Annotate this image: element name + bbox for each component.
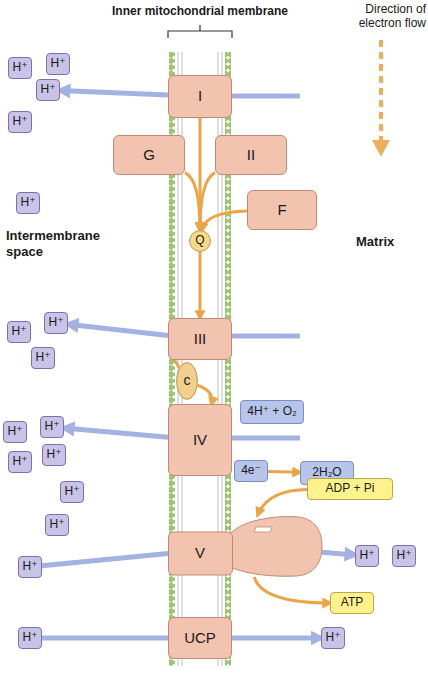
node-text: H⁺ xyxy=(8,425,23,438)
proton-box: H⁺ xyxy=(40,416,64,438)
proton-box: H⁺ xyxy=(31,347,55,369)
node-text: H⁺ xyxy=(49,316,64,329)
electron-arrow xyxy=(198,385,212,404)
proton-box: H⁺ xyxy=(18,556,42,578)
node-text: H⁺ xyxy=(50,518,65,531)
node-text: V xyxy=(168,532,232,575)
node-text: 4e⁻ xyxy=(241,464,261,477)
proton-arrow xyxy=(42,554,168,566)
complex-box: G xyxy=(113,135,185,175)
direction-label: Direction of electron flow xyxy=(344,2,426,31)
complex-box: I xyxy=(168,75,232,118)
shape-outline xyxy=(168,515,322,577)
proton-box: H⁺ xyxy=(8,111,32,133)
node-text: H⁺ xyxy=(45,420,60,433)
electron-arrow xyxy=(268,470,300,474)
proton-box: H⁺ xyxy=(8,57,32,79)
electron-arrow xyxy=(254,577,330,603)
proton-box: H⁺ xyxy=(8,451,32,473)
proton-box: H⁺ xyxy=(16,192,40,214)
node-text: H⁺ xyxy=(23,631,38,644)
proton-box: H⁺ xyxy=(392,545,416,567)
proton-box: H⁺ xyxy=(7,321,31,343)
complex-box: III xyxy=(168,318,232,360)
node-text: H⁺ xyxy=(360,549,375,562)
synthase-body xyxy=(169,532,233,575)
metabolite-box: ATP xyxy=(330,592,374,614)
node-text: H⁺ xyxy=(397,549,412,562)
node-text: ADP + Pi xyxy=(326,482,375,495)
proton-box: H⁺ xyxy=(321,627,345,649)
region-label: Matrix xyxy=(356,234,426,250)
node-text: 4H⁺ + O₂ xyxy=(247,405,296,418)
flow-direction-head xyxy=(372,140,390,157)
node-text: H⁺ xyxy=(36,351,51,364)
proton-arrow xyxy=(232,636,321,641)
complex-box: F xyxy=(247,190,317,230)
proton-box: H⁺ xyxy=(42,444,66,466)
reaction-box: 4H⁺ + O₂ xyxy=(240,400,304,424)
node-text: H⁺ xyxy=(12,325,27,338)
node-text: F xyxy=(277,202,286,219)
region-label: Intermembrane space xyxy=(6,228,116,259)
node-text: ATP xyxy=(341,596,363,609)
node-text: Q xyxy=(195,234,204,247)
node-text: H⁺ xyxy=(13,61,28,74)
node-text: H⁺ xyxy=(65,485,80,498)
shape-fill xyxy=(190,231,211,252)
electron-arrow xyxy=(185,173,200,230)
node-text: H⁺ xyxy=(13,455,28,468)
proton-box: H⁺ xyxy=(355,545,379,567)
proton-arrow xyxy=(64,428,168,437)
proton-arrow xyxy=(60,91,168,96)
proton-box: H⁺ xyxy=(45,514,69,536)
electron-arrow xyxy=(199,252,202,318)
complex-box: IV xyxy=(168,404,232,476)
ubiquinone-circle: Q xyxy=(189,230,211,252)
node-text: c xyxy=(184,373,191,388)
proton-arrow xyxy=(42,636,168,641)
node-text: H⁺ xyxy=(47,448,62,461)
reaction-box: 4e⁻ xyxy=(234,460,268,482)
proton-box: H⁺ xyxy=(60,481,84,503)
node-text: H⁺ xyxy=(41,83,56,96)
atp-synthase: V xyxy=(168,515,322,577)
proton-arrow xyxy=(322,552,355,555)
node-text: H⁺ xyxy=(23,560,38,573)
synthase-notch xyxy=(254,527,272,532)
node-text: IV xyxy=(193,432,207,449)
node-text: H⁺ xyxy=(21,196,36,209)
proton-box: H⁺ xyxy=(3,421,27,443)
node-text: H⁺ xyxy=(51,57,66,70)
shape-fill xyxy=(177,363,198,400)
flow-direction-arrow xyxy=(379,40,383,142)
node-text: UCP xyxy=(184,630,216,647)
membrane-bracket xyxy=(168,25,232,38)
electron-arrow xyxy=(258,490,307,516)
node-text: H⁺ xyxy=(326,631,341,644)
membrane-label: Inner mitochondrial membrane xyxy=(100,4,300,18)
cytochrome-ellipse: c xyxy=(176,362,198,400)
proton-box: H⁺ xyxy=(18,627,42,649)
electron-arrow xyxy=(202,211,247,230)
metabolite-box: ADP + Pi xyxy=(307,478,393,500)
node-text: G xyxy=(143,147,155,164)
complex-box: UCP xyxy=(168,617,232,659)
complex-box: II xyxy=(215,135,287,175)
node-text: III xyxy=(194,331,207,348)
node-text: II xyxy=(247,147,255,164)
proton-box: H⁺ xyxy=(46,53,70,75)
synthase-head xyxy=(228,517,322,577)
proton-box: H⁺ xyxy=(44,312,68,334)
proton-arrow xyxy=(68,324,168,335)
node-text: H⁺ xyxy=(13,115,28,128)
node-text: I xyxy=(198,88,202,105)
proton-box: H⁺ xyxy=(36,79,60,101)
